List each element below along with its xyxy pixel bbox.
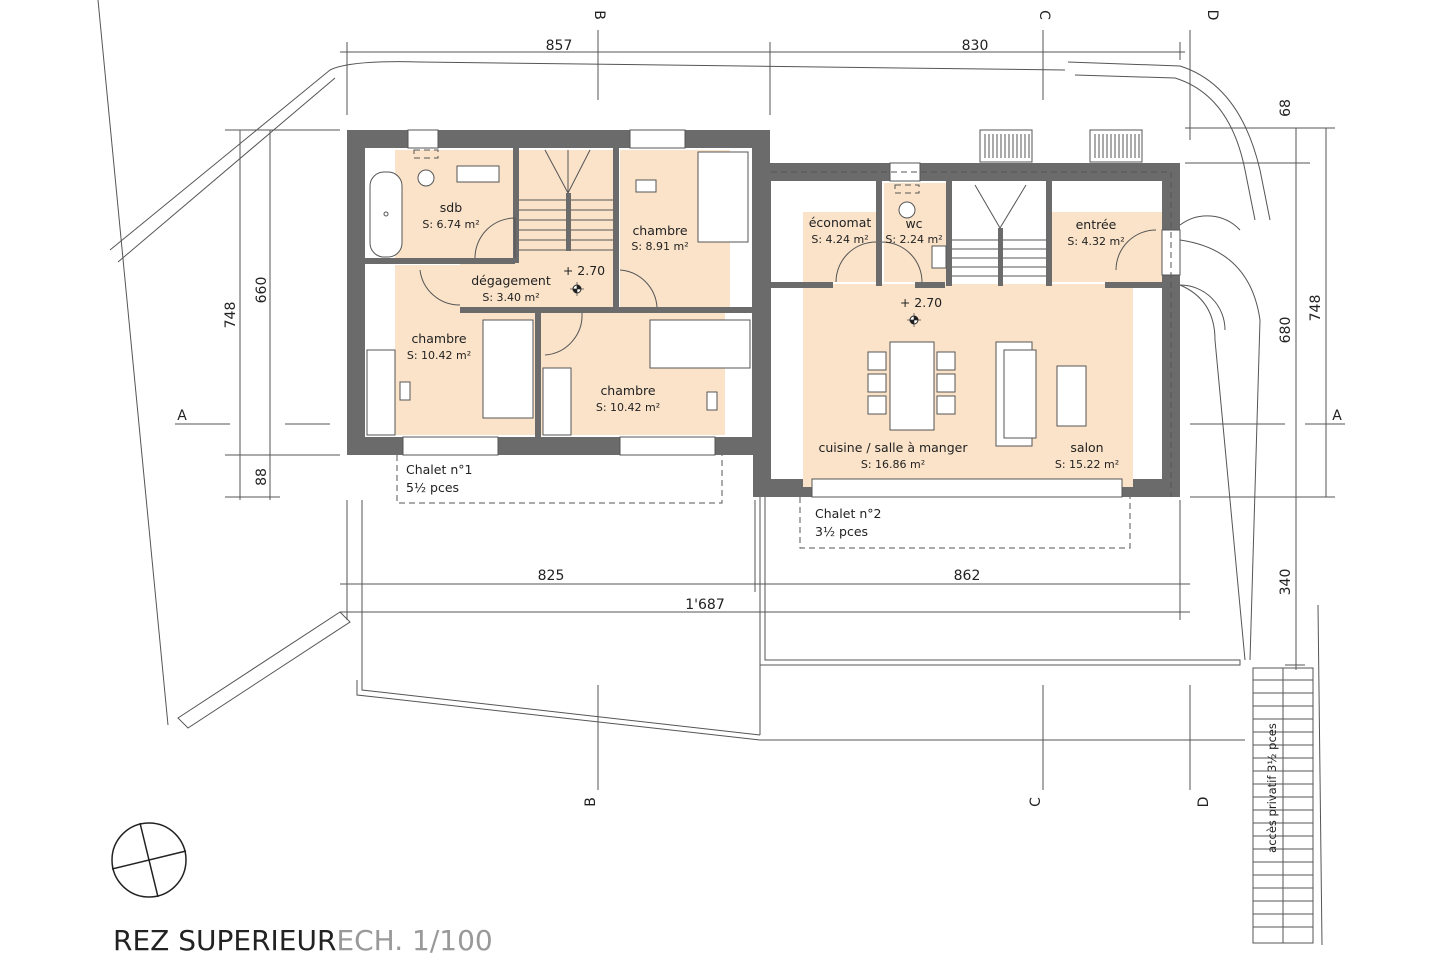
dimension-lines bbox=[175, 30, 1345, 790]
room-name: wc bbox=[905, 216, 922, 231]
dimension-label: 660 bbox=[254, 277, 270, 304]
room-area: S: 10.42 m² bbox=[596, 401, 660, 414]
room-name: chambre bbox=[632, 223, 687, 238]
chalet-2 bbox=[753, 129, 1241, 498]
room-name: salon bbox=[1070, 440, 1103, 455]
dimension-label: 830 bbox=[962, 38, 989, 54]
room-name: entrée bbox=[1076, 217, 1117, 232]
level-name: REZ SUPERIEUR bbox=[113, 924, 336, 957]
chair bbox=[936, 351, 956, 371]
chair bbox=[867, 373, 887, 393]
room-area: S: 4.32 m² bbox=[1067, 235, 1124, 248]
room-name: chambre bbox=[411, 331, 466, 346]
dimension-label: 748 bbox=[223, 302, 239, 329]
section-marker-b: B bbox=[583, 797, 599, 807]
stair-step bbox=[567, 149, 591, 194]
room-name: sdb bbox=[440, 200, 462, 215]
room-area: S: 16.86 m² bbox=[861, 458, 925, 471]
room-area: S: 2.24 m² bbox=[885, 233, 942, 246]
access-stairs bbox=[1252, 667, 1314, 944]
level-marker-icon bbox=[907, 313, 921, 327]
dimension-label: 862 bbox=[954, 568, 981, 584]
room-area: S: 3.40 m² bbox=[482, 291, 539, 304]
room-area: S: 10.42 m² bbox=[407, 349, 471, 362]
dimension-label: 88 bbox=[254, 468, 270, 486]
north-arrow-icon bbox=[111, 822, 187, 898]
dimension-label: 1'687 bbox=[685, 597, 724, 613]
plan-title: REZ SUPERIEURECH. 1/100 bbox=[113, 924, 493, 957]
chair bbox=[936, 395, 956, 415]
chalet-name: Chalet n°1 bbox=[406, 462, 472, 477]
room-area: S: 15.22 m² bbox=[1055, 458, 1119, 471]
room-area: S: 8.91 m² bbox=[631, 240, 688, 253]
room-area: S: 6.74 m² bbox=[422, 218, 479, 231]
level-value: + 2.70 bbox=[900, 295, 942, 310]
access-label: accès privatif 3½ pces bbox=[1265, 723, 1279, 853]
level-marker-icon bbox=[570, 282, 584, 296]
dimension-label: 825 bbox=[538, 568, 565, 584]
room-name: cuisine / salle à manger bbox=[819, 440, 969, 455]
section-marker-c: C bbox=[1036, 10, 1052, 20]
dimension-label: 857 bbox=[546, 38, 573, 54]
dimension-label: 748 bbox=[1308, 295, 1324, 322]
chair bbox=[867, 351, 887, 371]
scale-label: ECH. 1/100 bbox=[336, 924, 492, 957]
chalet-size: 3½ pces bbox=[815, 524, 868, 539]
stair-step bbox=[999, 184, 1027, 229]
stair-step bbox=[544, 149, 569, 194]
room-area: S: 4.24 m² bbox=[811, 233, 868, 246]
section-marker-a: A bbox=[177, 408, 187, 424]
stair-step bbox=[974, 184, 1001, 229]
dimension-label: 340 bbox=[1278, 569, 1294, 596]
dimension-label: 68 bbox=[1278, 99, 1294, 117]
room-name: chambre bbox=[600, 383, 655, 398]
chalet-1 bbox=[347, 129, 770, 456]
room-name: dégagement bbox=[471, 273, 551, 288]
section-marker-d: D bbox=[1204, 10, 1220, 21]
site-outline bbox=[97, 0, 1323, 946]
section-marker-c: C bbox=[1028, 797, 1044, 807]
section-marker-b: B bbox=[591, 10, 607, 20]
room-name: économat bbox=[809, 215, 872, 230]
section-marker-d: D bbox=[1196, 797, 1212, 808]
section-marker-a: A bbox=[1332, 408, 1342, 424]
level-value: + 2.70 bbox=[563, 263, 605, 278]
chalet-name: Chalet n°2 bbox=[815, 506, 881, 521]
chair bbox=[936, 373, 956, 393]
chair bbox=[867, 395, 887, 415]
dimension-label: 680 bbox=[1278, 317, 1294, 344]
chalet-size: 5½ pces bbox=[406, 480, 459, 495]
